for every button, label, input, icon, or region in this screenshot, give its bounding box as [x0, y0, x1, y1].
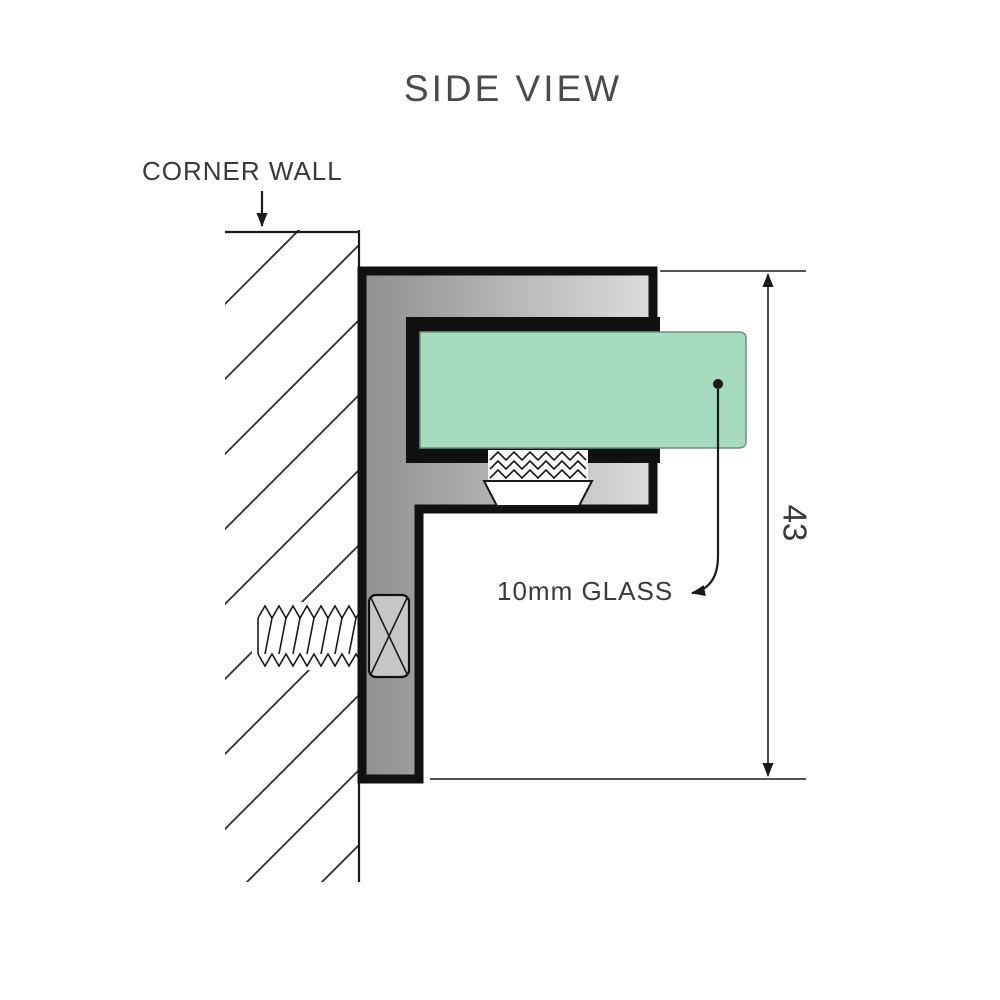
page-title: SIDE VIEW: [404, 68, 622, 109]
screw-head-section: [367, 593, 411, 679]
gasket-ridge-1: [489, 450, 587, 462]
glass-callout: 10mm GLASS: [497, 379, 723, 606]
dim-value: 43: [777, 505, 814, 542]
glass-callout-dot: [713, 379, 723, 389]
wall-hatching: [225, 230, 359, 882]
grub-screw-gasket: [482, 450, 594, 507]
screw-head-cross-2: [370, 597, 408, 675]
corner-wall-label: CORNER WALL: [142, 156, 343, 186]
glass-label: 10mm GLASS: [497, 576, 673, 606]
glass-callout-leader: [691, 389, 720, 596]
gasket-ridge-3: [489, 468, 587, 480]
glass-panel: [419, 331, 747, 449]
wall-screw: [252, 602, 364, 670]
screw-thread-bottom: [257, 652, 363, 668]
dimension-43: 43: [430, 270, 814, 780]
gasket-ridge-2: [489, 459, 587, 471]
wall-section: [225, 230, 361, 882]
screw-thread-flanks: [264, 617, 357, 655]
gasket-cup: [482, 480, 594, 507]
gasket-backing: [488, 450, 588, 480]
screw-thread-top: [257, 604, 363, 620]
